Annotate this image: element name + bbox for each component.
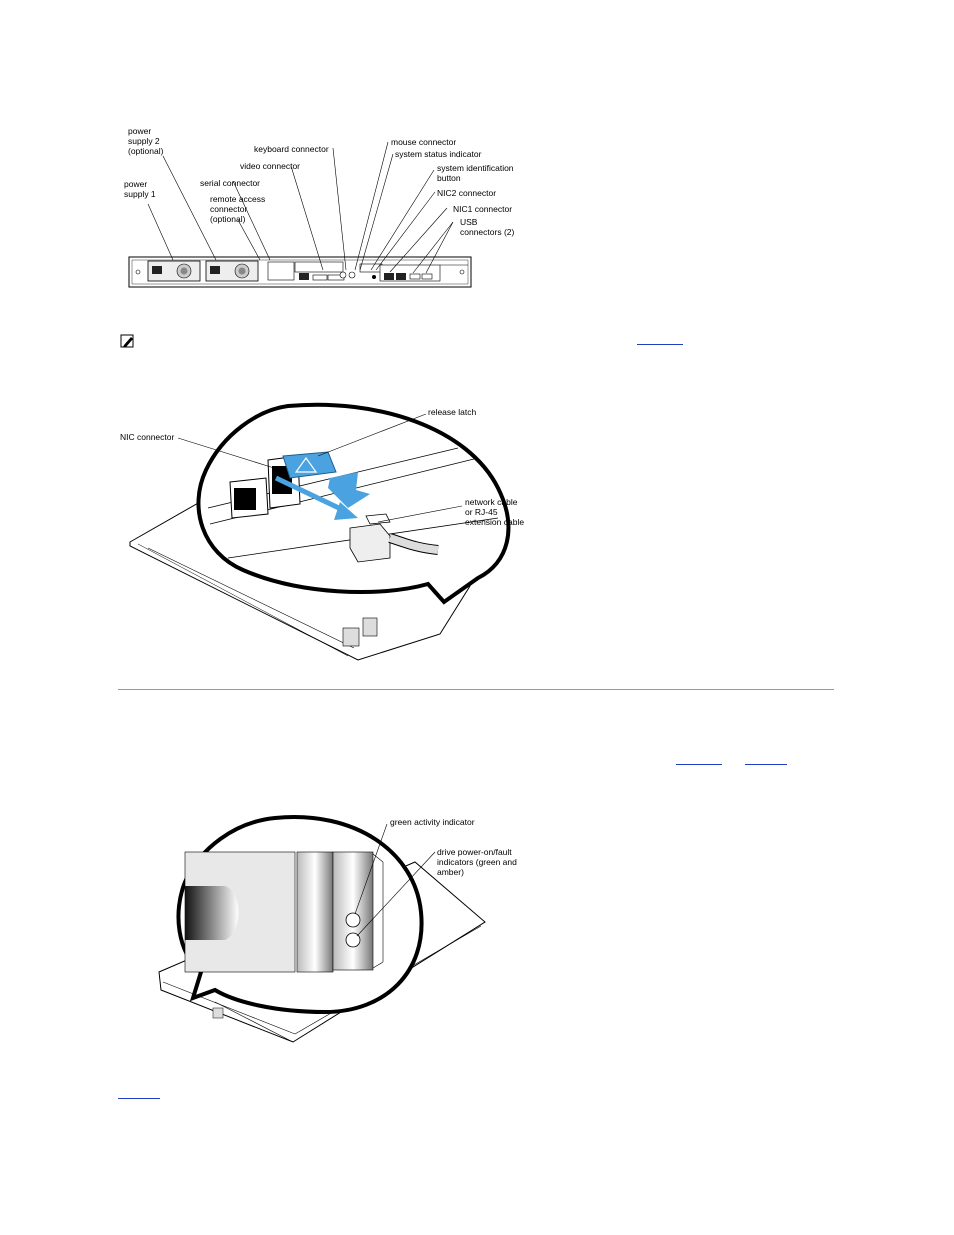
label-system-status-indicator: system status indicator xyxy=(395,149,482,159)
nic-cable-figure: release latch NIC connector network cabl… xyxy=(118,398,538,666)
label-power-supply-1: power supply 1 xyxy=(124,179,156,199)
label-release-latch: release latch xyxy=(428,407,477,417)
section-divider xyxy=(118,689,834,690)
note-icon xyxy=(120,334,136,350)
label-keyboard-connector: keyboard connector xyxy=(254,144,329,154)
label-serial-connector: serial connector xyxy=(200,178,261,188)
drive-indicators-drawing xyxy=(158,815,486,1043)
label-mouse-connector: mouse connector xyxy=(391,137,457,147)
label-network-cable: network cable or RJ-45 extension cable xyxy=(465,497,525,527)
label-power-supply-2: power supply 2 (optional) xyxy=(128,126,164,156)
paragraph-link-1[interactable] xyxy=(676,764,722,765)
nic-cable-drawing xyxy=(129,402,511,661)
back-panel-figure: power supply 2 (optional) power supply 1… xyxy=(118,120,528,295)
label-green-activity-indicator: green activity indicator xyxy=(390,817,475,827)
label-video-connector: video connector xyxy=(240,161,301,171)
back-panel-drawing xyxy=(128,141,472,288)
label-usb-connectors: USB connectors (2) xyxy=(460,217,515,237)
back-to-top-link[interactable] xyxy=(118,1098,160,1099)
drive-indicators-figure: green activity indicator drive power-on/… xyxy=(155,812,535,1064)
label-remote-access-connector: remote access connector (optional) xyxy=(210,194,266,224)
label-drive-power-fault: drive power-on/fault indicators (green a… xyxy=(437,847,517,877)
label-nic2-connector: NIC2 connector xyxy=(437,188,497,198)
label-system-identification-button: system identification button xyxy=(437,163,514,183)
label-nic1-connector: NIC1 connector xyxy=(453,204,513,214)
label-nic-connector: NIC connector xyxy=(120,432,175,442)
paragraph-link-2[interactable] xyxy=(745,764,787,765)
note-link[interactable] xyxy=(637,344,683,345)
